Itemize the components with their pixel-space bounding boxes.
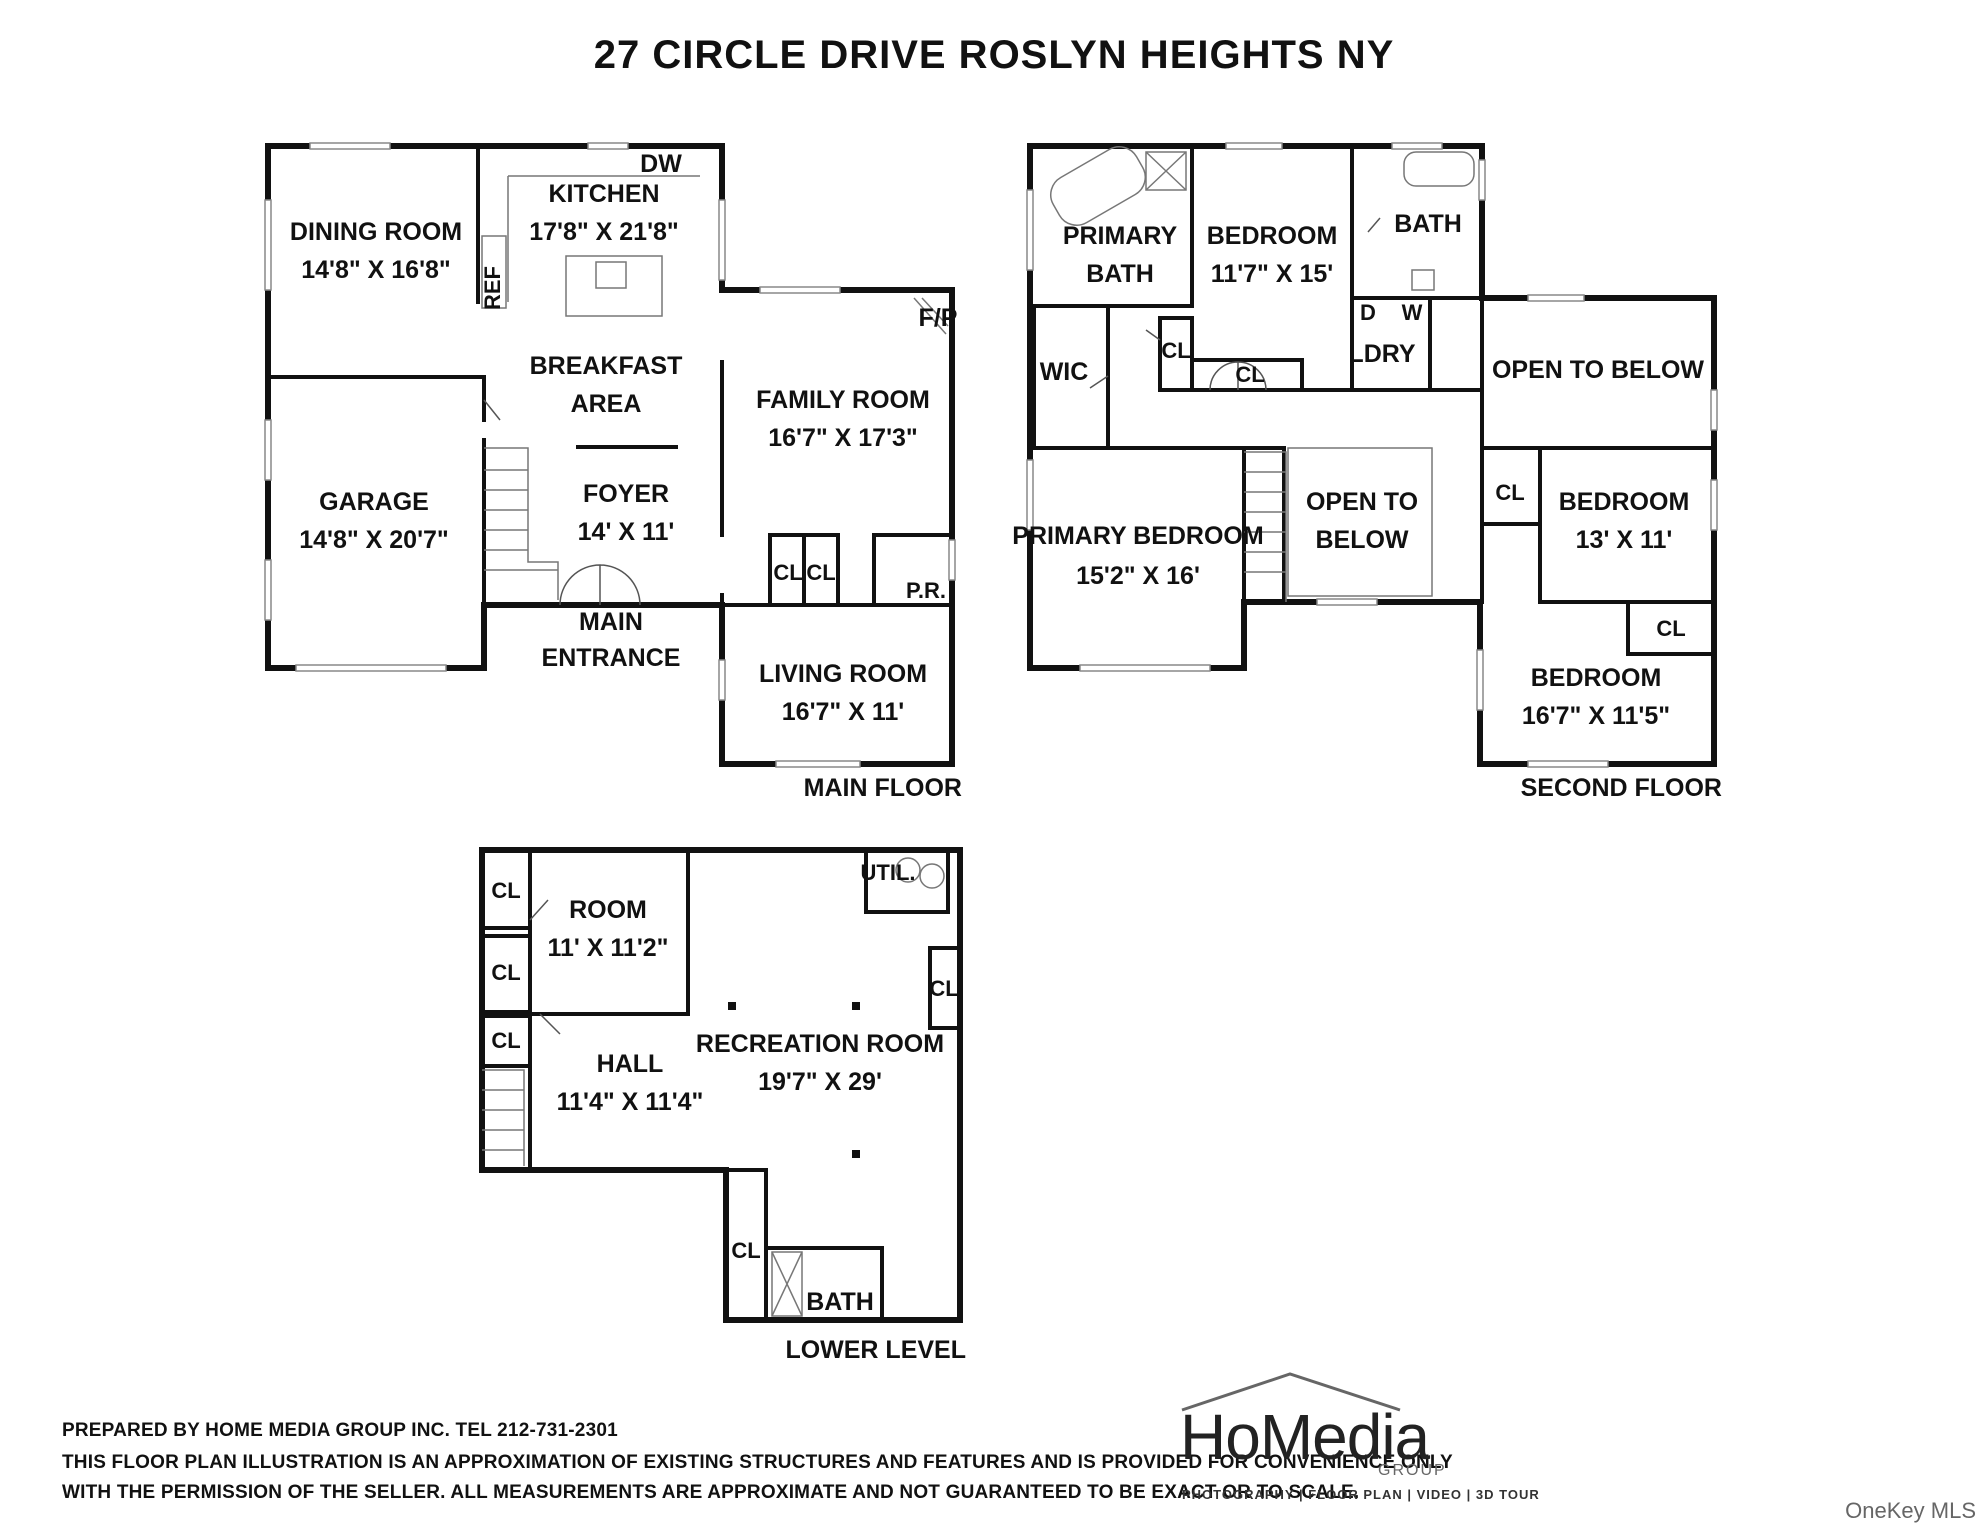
logo-group-text: GROUP [1378, 1462, 1447, 1479]
bath-label: BATH [1394, 210, 1462, 238]
utility-label: UTIL. [861, 860, 916, 885]
closet-label: CL [1495, 480, 1524, 505]
closet-label: CL [1161, 338, 1190, 363]
logo-wordmark: HoMedia [1180, 1401, 1430, 1473]
closet-label: CL [1235, 362, 1264, 387]
ref-label: REF [480, 266, 505, 310]
closet-label: CL [929, 976, 958, 1001]
lower-level-title: LOWER LEVEL [785, 1336, 966, 1364]
dw-label: DW [640, 150, 682, 178]
second-floor-title: SECOND FLOOR [1521, 774, 1722, 802]
closet-label: CL [1656, 616, 1685, 641]
laundry-label: LDRY [1348, 340, 1415, 368]
mls-watermark: OneKey MLS [1845, 1498, 1976, 1523]
footer-disclaimer-line2: WITH THE PERMISSION OF THE SELLER. ALL M… [62, 1482, 1360, 1503]
closet-label: CL [491, 1028, 520, 1053]
closet-label: CL [806, 560, 835, 585]
open-to-below-label: OPEN TO BELOW [1492, 356, 1704, 384]
footer-prepared-by: PREPARED BY HOME MEDIA GROUP INC. TEL 21… [62, 1420, 618, 1441]
footer-disclaimer-line1: THIS FLOOR PLAN ILLUSTRATION IS AN APPRO… [62, 1452, 1453, 1473]
closet-label: CL [491, 878, 520, 903]
powder-room-label: P.R. [906, 578, 946, 603]
wic-label: WIC [1040, 358, 1089, 386]
closet-label: CL [773, 560, 802, 585]
closet-label: CL [491, 960, 520, 985]
fireplace-label: F/P [919, 304, 958, 332]
main-floor-title: MAIN FLOOR [804, 774, 962, 802]
closet-label: CL [731, 1238, 760, 1263]
dryer-label: D [1360, 300, 1376, 325]
washer-label: W [1402, 300, 1423, 325]
logo-tagline: PHOTOGRAPHY | FLOOR PLAN | VIDEO | 3D TO… [1182, 1487, 1540, 1502]
bath-label: BATH [806, 1288, 874, 1316]
plan-title: 27 CIRCLE DRIVE ROSLYN HEIGHTS NY [594, 33, 1395, 77]
logo-roof-icon [1181, 1372, 1401, 1412]
